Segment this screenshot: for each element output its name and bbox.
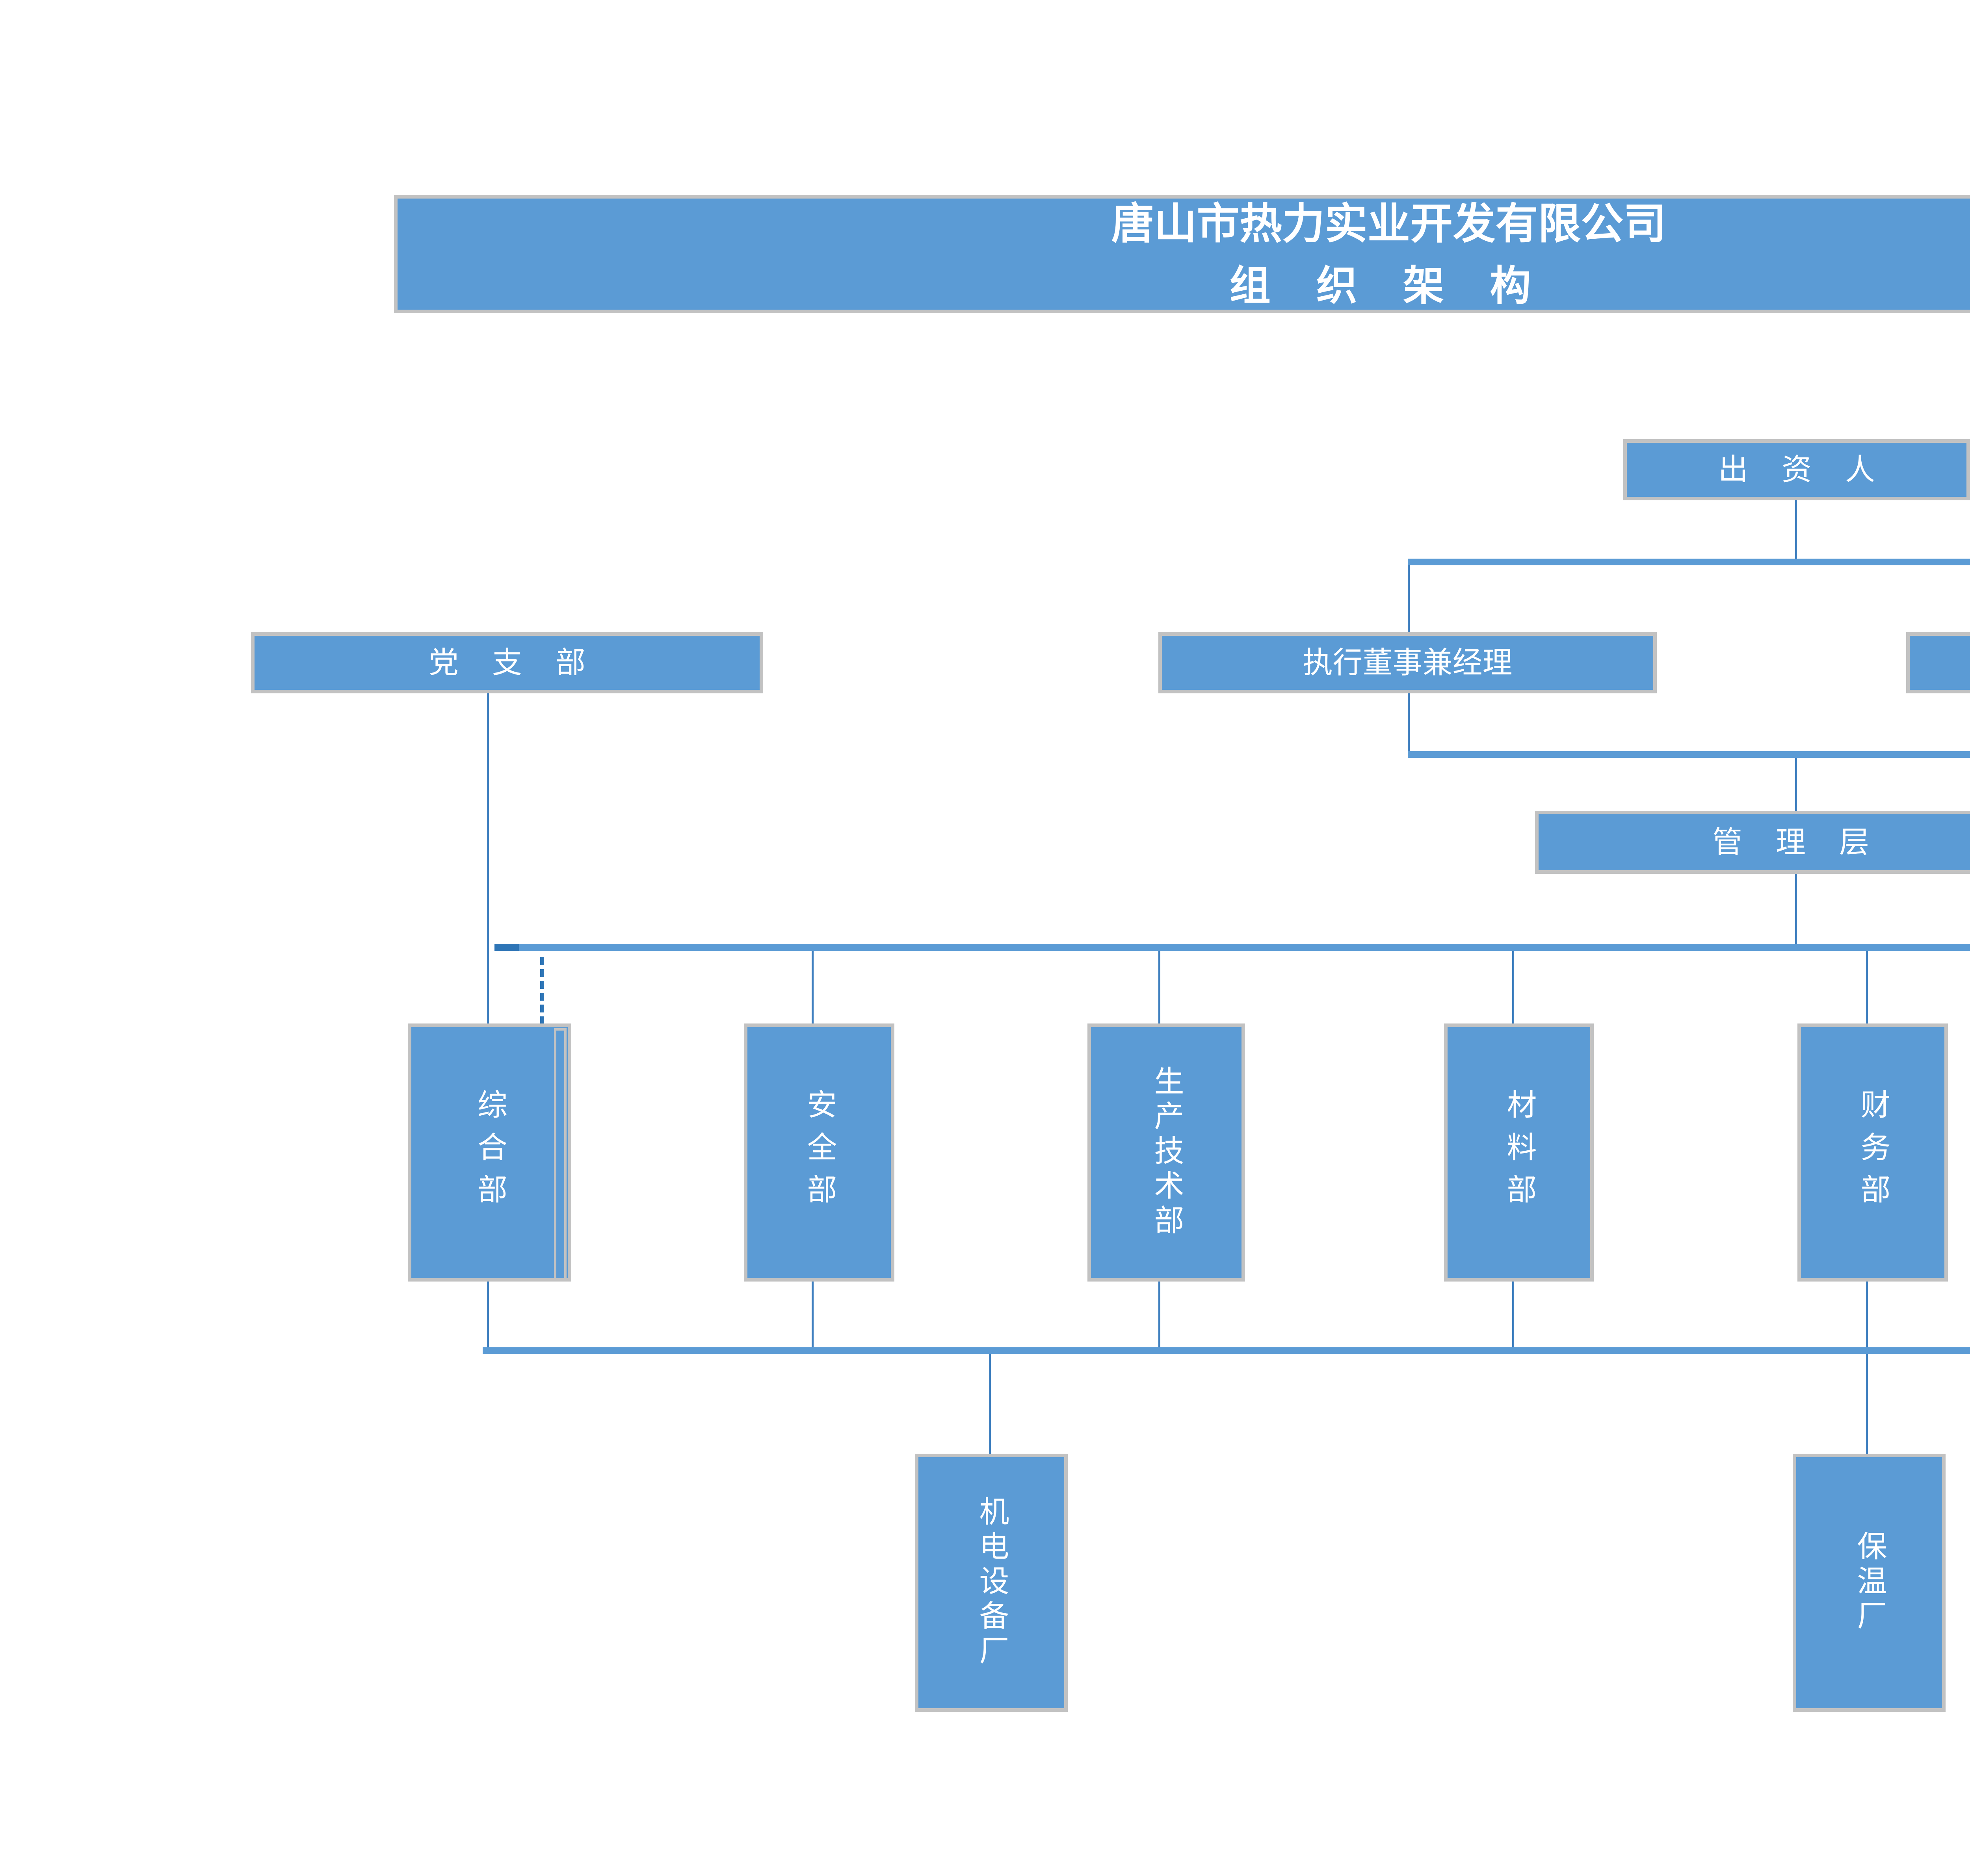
connector-bus-investor	[1408, 559, 1970, 565]
node-department-general-affairs[interactable]: 综合部	[408, 1023, 571, 1282]
connector-management-up	[1795, 754, 1797, 833]
node-investor-label: 出 资 人	[1718, 453, 1888, 487]
connector-leg-safety	[812, 947, 814, 1026]
chart-title-banner: 唐山市热力实业开发有限公司 组 织 架 构	[394, 195, 1970, 313]
connector-bus-management	[1408, 751, 1970, 758]
node-management-layer-label: 管 理 层	[1712, 825, 1882, 859]
node-factory-electromechanical-equipment-label: 机电设备厂	[974, 1496, 1008, 1670]
connector-dashed-stub	[494, 944, 519, 951]
connector-leg-production-technology	[1158, 947, 1160, 1026]
connector-bus-departments	[508, 944, 1970, 951]
connector-dashed-general-affairs	[540, 957, 544, 1024]
node-department-production-technology-label: 生产技术部	[1149, 1066, 1183, 1239]
node-department-finance[interactable]: 财务部	[1797, 1023, 1948, 1282]
connector-safety-down	[812, 1280, 814, 1351]
node-investor[interactable]: 出 资 人	[1623, 439, 1970, 500]
node-executive-director[interactable]: 执行董事兼经理	[1158, 632, 1657, 693]
node-factory-insulation[interactable]: 保温厂	[1793, 1454, 1946, 1712]
connector-management-down	[1795, 872, 1797, 947]
connector-leg-insulation-factory	[1866, 1350, 1868, 1456]
node-employee-supervisor[interactable]: 职工监事	[1906, 632, 1970, 693]
connector-party-branch-to-general-affairs	[487, 691, 489, 1026]
connector-investor-down	[1795, 498, 1797, 561]
chart-subtitle: 组 织 架 构	[1229, 263, 1548, 309]
connector-leg-executive-director	[1408, 561, 1410, 634]
company-name: 唐山市热力实业开发有限公司	[1111, 199, 1667, 247]
connector-leg-finance	[1866, 947, 1868, 1026]
node-party-branch[interactable]: 党 支 部	[251, 632, 763, 693]
node-department-materials-label: 材料部	[1502, 1088, 1536, 1217]
node-factory-insulation-label: 保温厂	[1852, 1531, 1886, 1635]
node-department-production-technology[interactable]: 生产技术部	[1087, 1023, 1245, 1282]
node-executive-director-label: 执行董事兼经理	[1303, 646, 1513, 680]
connector-executive-director-down	[1408, 691, 1410, 754]
node-general-affairs-overlay-sliver	[554, 1028, 567, 1280]
connector-leg-electromechanical-factory	[989, 1350, 991, 1456]
connector-production-technology-down	[1158, 1280, 1160, 1351]
node-department-safety-label: 安全部	[802, 1088, 836, 1217]
node-management-layer[interactable]: 管 理 层	[1535, 811, 1970, 874]
node-department-safety[interactable]: 安全部	[744, 1023, 894, 1282]
connector-finance-down	[1866, 1280, 1868, 1351]
node-party-branch-label: 党 支 部	[429, 646, 598, 680]
node-department-general-affairs-label: 综合部	[473, 1088, 506, 1217]
node-department-finance-label: 财务部	[1856, 1088, 1890, 1217]
connector-leg-materials	[1512, 947, 1514, 1026]
connector-general-affairs-down	[487, 1280, 489, 1351]
connector-materials-down	[1512, 1280, 1514, 1351]
node-department-materials[interactable]: 材料部	[1444, 1023, 1594, 1282]
node-factory-electromechanical-equipment[interactable]: 机电设备厂	[915, 1454, 1068, 1712]
connector-bus-factories	[483, 1347, 1970, 1354]
